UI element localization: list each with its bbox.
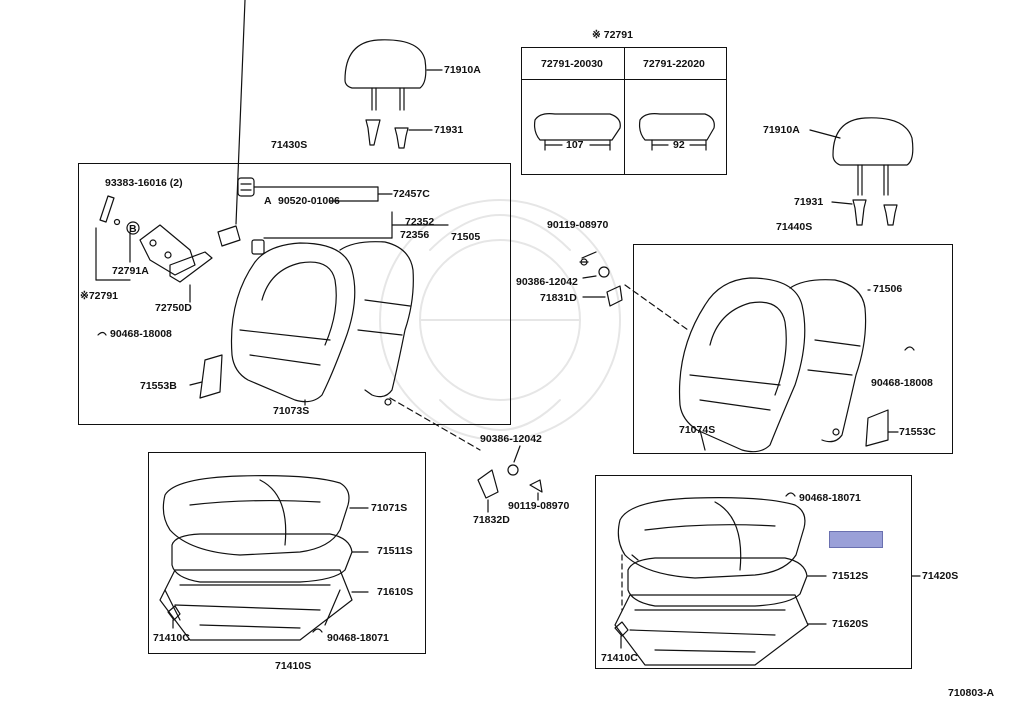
dim-2: 92: [673, 139, 685, 151]
pad-left: [171, 533, 353, 583]
guide-right: [852, 199, 898, 226]
table-divider: [624, 47, 625, 175]
seatback-left: [230, 241, 414, 403]
headrest-right: [832, 117, 914, 196]
adjuster-right: [614, 594, 809, 666]
recliner-parts: [217, 225, 265, 255]
table-col-2: 72791-22020: [643, 58, 705, 70]
lower-bracket-group: [477, 464, 543, 499]
label-frame: 71505: [451, 231, 481, 243]
label-nut: 90520-01006: [278, 195, 340, 207]
label-frame-right: 71506: [873, 283, 903, 295]
screw: [99, 195, 115, 223]
table-title: ※ 72791: [592, 29, 633, 41]
label-clip: 72356: [400, 229, 430, 241]
hinge: [139, 224, 196, 276]
guide-left: [365, 119, 409, 149]
box-cushion-right: [595, 475, 912, 669]
label-cushion-assy-right: 71420S: [922, 570, 959, 582]
label-back-cover-left: 71073S: [273, 405, 310, 417]
box-seatback-right: [633, 244, 953, 454]
label-bolt-lower: 90119-08970: [508, 500, 570, 512]
upper-bolt-group: [579, 258, 623, 307]
label-hinge: 72791A: [112, 265, 149, 277]
label-washer-lower: 90386-12042: [480, 433, 542, 445]
label-cushion-left: 71071S: [371, 502, 408, 514]
label-ref-b: B: [129, 223, 137, 235]
label-bolt-upper: 90119-08970: [547, 219, 609, 231]
label-headrest-right: 71910A: [763, 124, 800, 136]
adjuster-left: [159, 569, 353, 641]
label-back-cover-right: 71074S: [679, 424, 716, 436]
pad-right: [627, 557, 808, 607]
label-adjuster-right: 71620S: [832, 618, 869, 630]
label-trim-left: 71553B: [140, 380, 177, 392]
label-clip-cushion-right: 90468-18071: [799, 492, 861, 504]
label-clip-left: 90468-18008: [110, 328, 172, 340]
label-bolt-left: 71410C: [153, 632, 190, 644]
label-trim-right: 71553C: [899, 426, 936, 438]
label-pad-right: 71512S: [832, 570, 869, 582]
label-cushion-assy-left: 71410S: [275, 660, 312, 672]
label-nut-ref: A: [264, 195, 272, 207]
box-seatback-left: [78, 163, 511, 425]
dim-1: 107: [566, 139, 584, 151]
table-col-1: 72791-20030: [541, 58, 603, 70]
label-back-assy-left: 71430S: [271, 139, 308, 151]
label-guide-left: 71931: [434, 124, 464, 136]
label-recliner: ※72791: [80, 290, 119, 302]
label-clip-right: 90468-18008: [871, 377, 933, 389]
seatback-right: [678, 277, 867, 453]
box-cushion-left: [148, 452, 426, 654]
label-cover: 72352: [405, 216, 435, 228]
cushion-left: [162, 475, 350, 556]
label-guide-right: 71931: [794, 196, 824, 208]
label-bracket-upper: 71831D: [540, 292, 577, 304]
cushion-right: [617, 497, 806, 579]
highlight-marker[interactable]: [829, 531, 883, 548]
label-bracket-lower: 71832D: [473, 514, 510, 526]
label-screw: 93383-16016 (2): [105, 177, 183, 189]
headrest-left: [344, 39, 427, 111]
label-clip-cushion-left: 90468-18071: [327, 632, 389, 644]
dim-arrows: [533, 113, 715, 151]
label-headrest-left: 71910A: [444, 64, 481, 76]
label-recliner-cover: 72750D: [155, 302, 192, 314]
label-knob: 72457C: [393, 188, 430, 200]
label-pad-left: 71511S: [377, 545, 413, 557]
label-back-assy-right: 71440S: [776, 221, 813, 233]
label-bolt-right: 71410C: [601, 652, 638, 664]
diagram-id: 710803-A: [948, 687, 995, 699]
watermark: [379, 199, 621, 441]
label-washer-upper: 90386-12042: [516, 276, 578, 288]
label-adjuster-left: 71610S: [377, 586, 414, 598]
